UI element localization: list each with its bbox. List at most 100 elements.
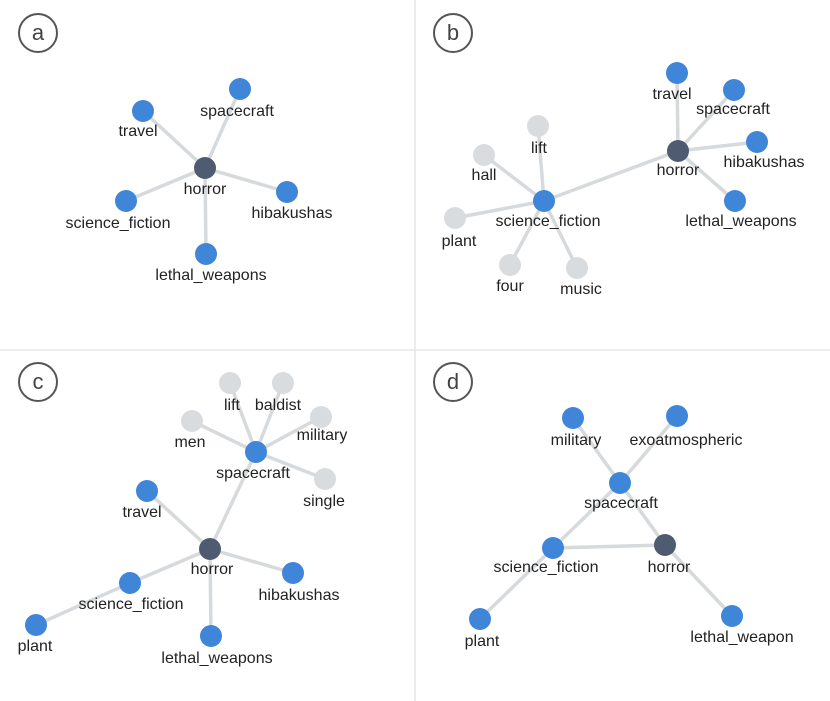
panel-b-nodes (444, 62, 768, 279)
edge-science_fiction-music (542, 199, 579, 270)
label-single: single (303, 493, 345, 510)
edge-horror-science_fiction (128, 547, 212, 585)
label-four: four (496, 278, 524, 295)
edge-spacecraft-military (254, 415, 323, 454)
node-horror (199, 538, 221, 560)
node-science_fiction (119, 572, 141, 594)
edge-science_fiction-plant (478, 546, 555, 621)
node-baldist (272, 372, 294, 394)
node-spacecraft (723, 79, 745, 101)
label-plant: plant (18, 638, 53, 655)
label-military: military (551, 432, 602, 449)
edge-spacecraft-science_fiction (551, 481, 622, 550)
node-travel (666, 62, 688, 84)
node-military (562, 407, 584, 429)
label-lethal_weapons: lethal_weapons (161, 650, 272, 667)
edge-science_fiction-hall (482, 153, 546, 203)
label-travel: travel (652, 86, 691, 103)
node-exoatmospheric (666, 405, 688, 427)
edge-spacecraft-exoatmospheric (618, 414, 679, 485)
label-science_fiction: science_fiction (496, 213, 601, 230)
edge-horror-lethal_weapons (208, 547, 213, 638)
panel-a: horrortravelspacecrafthibakushasscience_… (66, 78, 333, 284)
node-lift (527, 115, 549, 137)
letter-ring (433, 13, 473, 53)
edge-horror-travel (675, 71, 680, 153)
node-four (499, 254, 521, 276)
letter-ring (18, 13, 58, 53)
edge-horror-travel (145, 489, 212, 551)
label-hibakushas: hibakushas (252, 205, 333, 222)
panel-letter: b (447, 20, 459, 45)
node-men (181, 410, 203, 432)
label-horror: horror (648, 559, 691, 576)
panel-c-labels: horrorspacecrafttravelhibakushasscience_… (18, 397, 348, 667)
node-hibakushas (276, 181, 298, 203)
label-spacecraft: spacecraft (696, 101, 770, 118)
label-hibakushas: hibakushas (724, 154, 805, 171)
label-plant: plant (465, 633, 500, 650)
panel-letter: d (447, 369, 459, 394)
label-exoatmospheric: exoatmospheric (630, 432, 743, 449)
node-military (310, 406, 332, 428)
panel-a-nodes (115, 78, 298, 265)
edge-horror-hibakushas (203, 166, 289, 194)
node-science_fiction (542, 537, 564, 559)
node-plant (469, 608, 491, 630)
panel-a-labels: horrortravelspacecrafthibakushasscience_… (66, 103, 333, 284)
label-horror: horror (184, 181, 227, 198)
label-men: men (174, 434, 205, 451)
edge-horror-hibakushas (676, 140, 759, 153)
panel-d-nodes (469, 405, 743, 630)
label-horror: horror (657, 162, 700, 179)
label-travel: travel (118, 123, 157, 140)
edge-spacecraft-single (254, 450, 327, 481)
node-science_fiction (533, 190, 555, 212)
node-lift (219, 372, 241, 394)
panel-b: horrortravelspacecrafthibakushaslethal_w… (442, 62, 805, 298)
label-horror: horror (191, 561, 234, 578)
node-single (314, 468, 336, 490)
label-plant: plant (442, 233, 477, 250)
node-horror (654, 534, 676, 556)
edge-spacecraft-military (571, 416, 622, 485)
label-hall: hall (472, 167, 497, 184)
panel-b-letter-badge: b (433, 13, 473, 53)
node-science_fiction (115, 190, 137, 212)
edge-horror-spacecraft (203, 87, 242, 170)
letter-ring (18, 362, 58, 402)
edge-science_fiction-four (508, 199, 546, 267)
panel-d-edges (478, 414, 734, 621)
panels: horror travel spacecraft hibakushas science_… (18, 13, 805, 667)
label-lift: lift (531, 140, 548, 157)
node-music (566, 257, 588, 279)
edge-spacecraft-horror (618, 481, 667, 547)
node-lethal_weapons (200, 625, 222, 647)
edge-horror-science_fiction (124, 166, 207, 203)
edge-science_fiction-horror (551, 543, 667, 550)
panel-c: horrorspacecrafttravelhibakushasscience_… (18, 372, 348, 667)
node-spacecraft (245, 441, 267, 463)
node-lethal_weapons (724, 190, 746, 212)
node-hibakushas (746, 131, 768, 153)
edge-spacecraft-baldist (254, 381, 285, 454)
node-plant (25, 614, 47, 636)
label-travel: travel (122, 504, 161, 521)
label-music: music (560, 281, 602, 298)
node-lethal_weapons (195, 243, 217, 265)
node-horror (194, 157, 216, 179)
panel-d-letter-badge: d (433, 362, 473, 402)
edge-horror-lethal_weapons (203, 166, 208, 256)
edge-science_fiction-plant (453, 199, 546, 220)
panel-a-letter-badge: a (18, 13, 58, 53)
label-science_fiction: science_fiction (494, 559, 599, 576)
edge-spacecraft-lift (228, 381, 258, 454)
panel-a-edges (124, 87, 289, 256)
label-lift: lift (224, 397, 241, 414)
node-lethal_weapon (721, 605, 743, 627)
edge-science_fiction-lift (536, 124, 546, 203)
label-lethal_weapon: lethal_weapon (690, 629, 793, 646)
node-travel (136, 480, 158, 502)
edge-horror-lethal_weapons (676, 149, 737, 203)
